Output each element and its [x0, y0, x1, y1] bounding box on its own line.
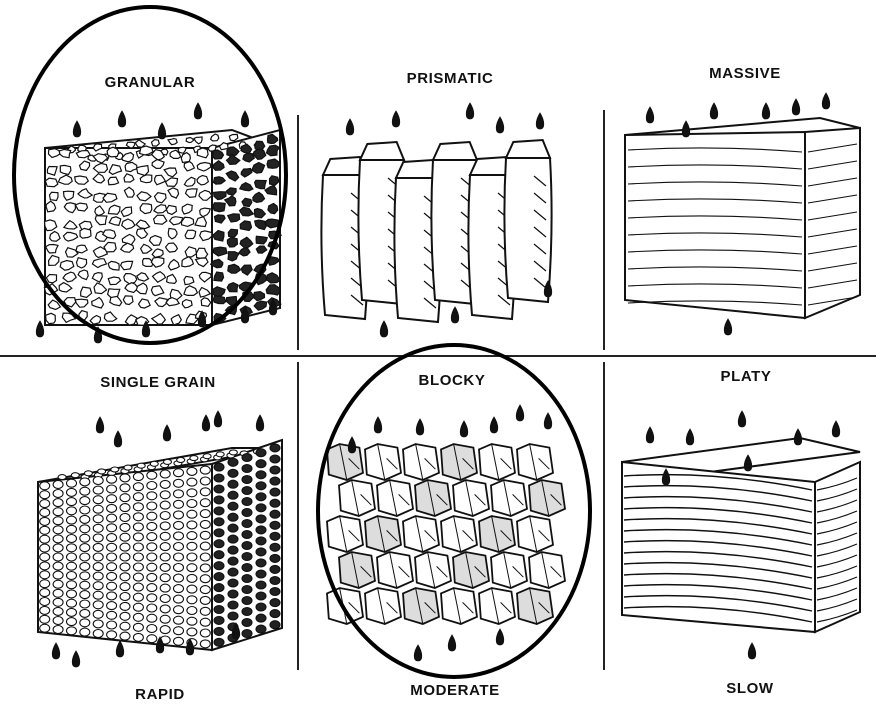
- single-grain-block-illustration: [38, 440, 282, 650]
- label-moderate: MODERATE: [410, 682, 500, 699]
- label-granular: GRANULAR: [105, 74, 196, 91]
- label-platy: PLATY: [720, 368, 771, 385]
- prismatic-block-illustration: [321, 140, 551, 322]
- massive-block-illustration: [625, 118, 860, 318]
- label-prismatic: PRISMATIC: [407, 70, 494, 87]
- blocky-block-illustration: [327, 444, 565, 624]
- label-slow: SLOW: [726, 680, 773, 697]
- label-single-grain: SINGLE GRAIN: [100, 374, 216, 391]
- label-rapid: RAPID: [135, 686, 185, 703]
- platy-block-illustration: [622, 438, 860, 632]
- label-massive: MASSIVE: [709, 65, 781, 82]
- label-blocky: BLOCKY: [419, 372, 486, 389]
